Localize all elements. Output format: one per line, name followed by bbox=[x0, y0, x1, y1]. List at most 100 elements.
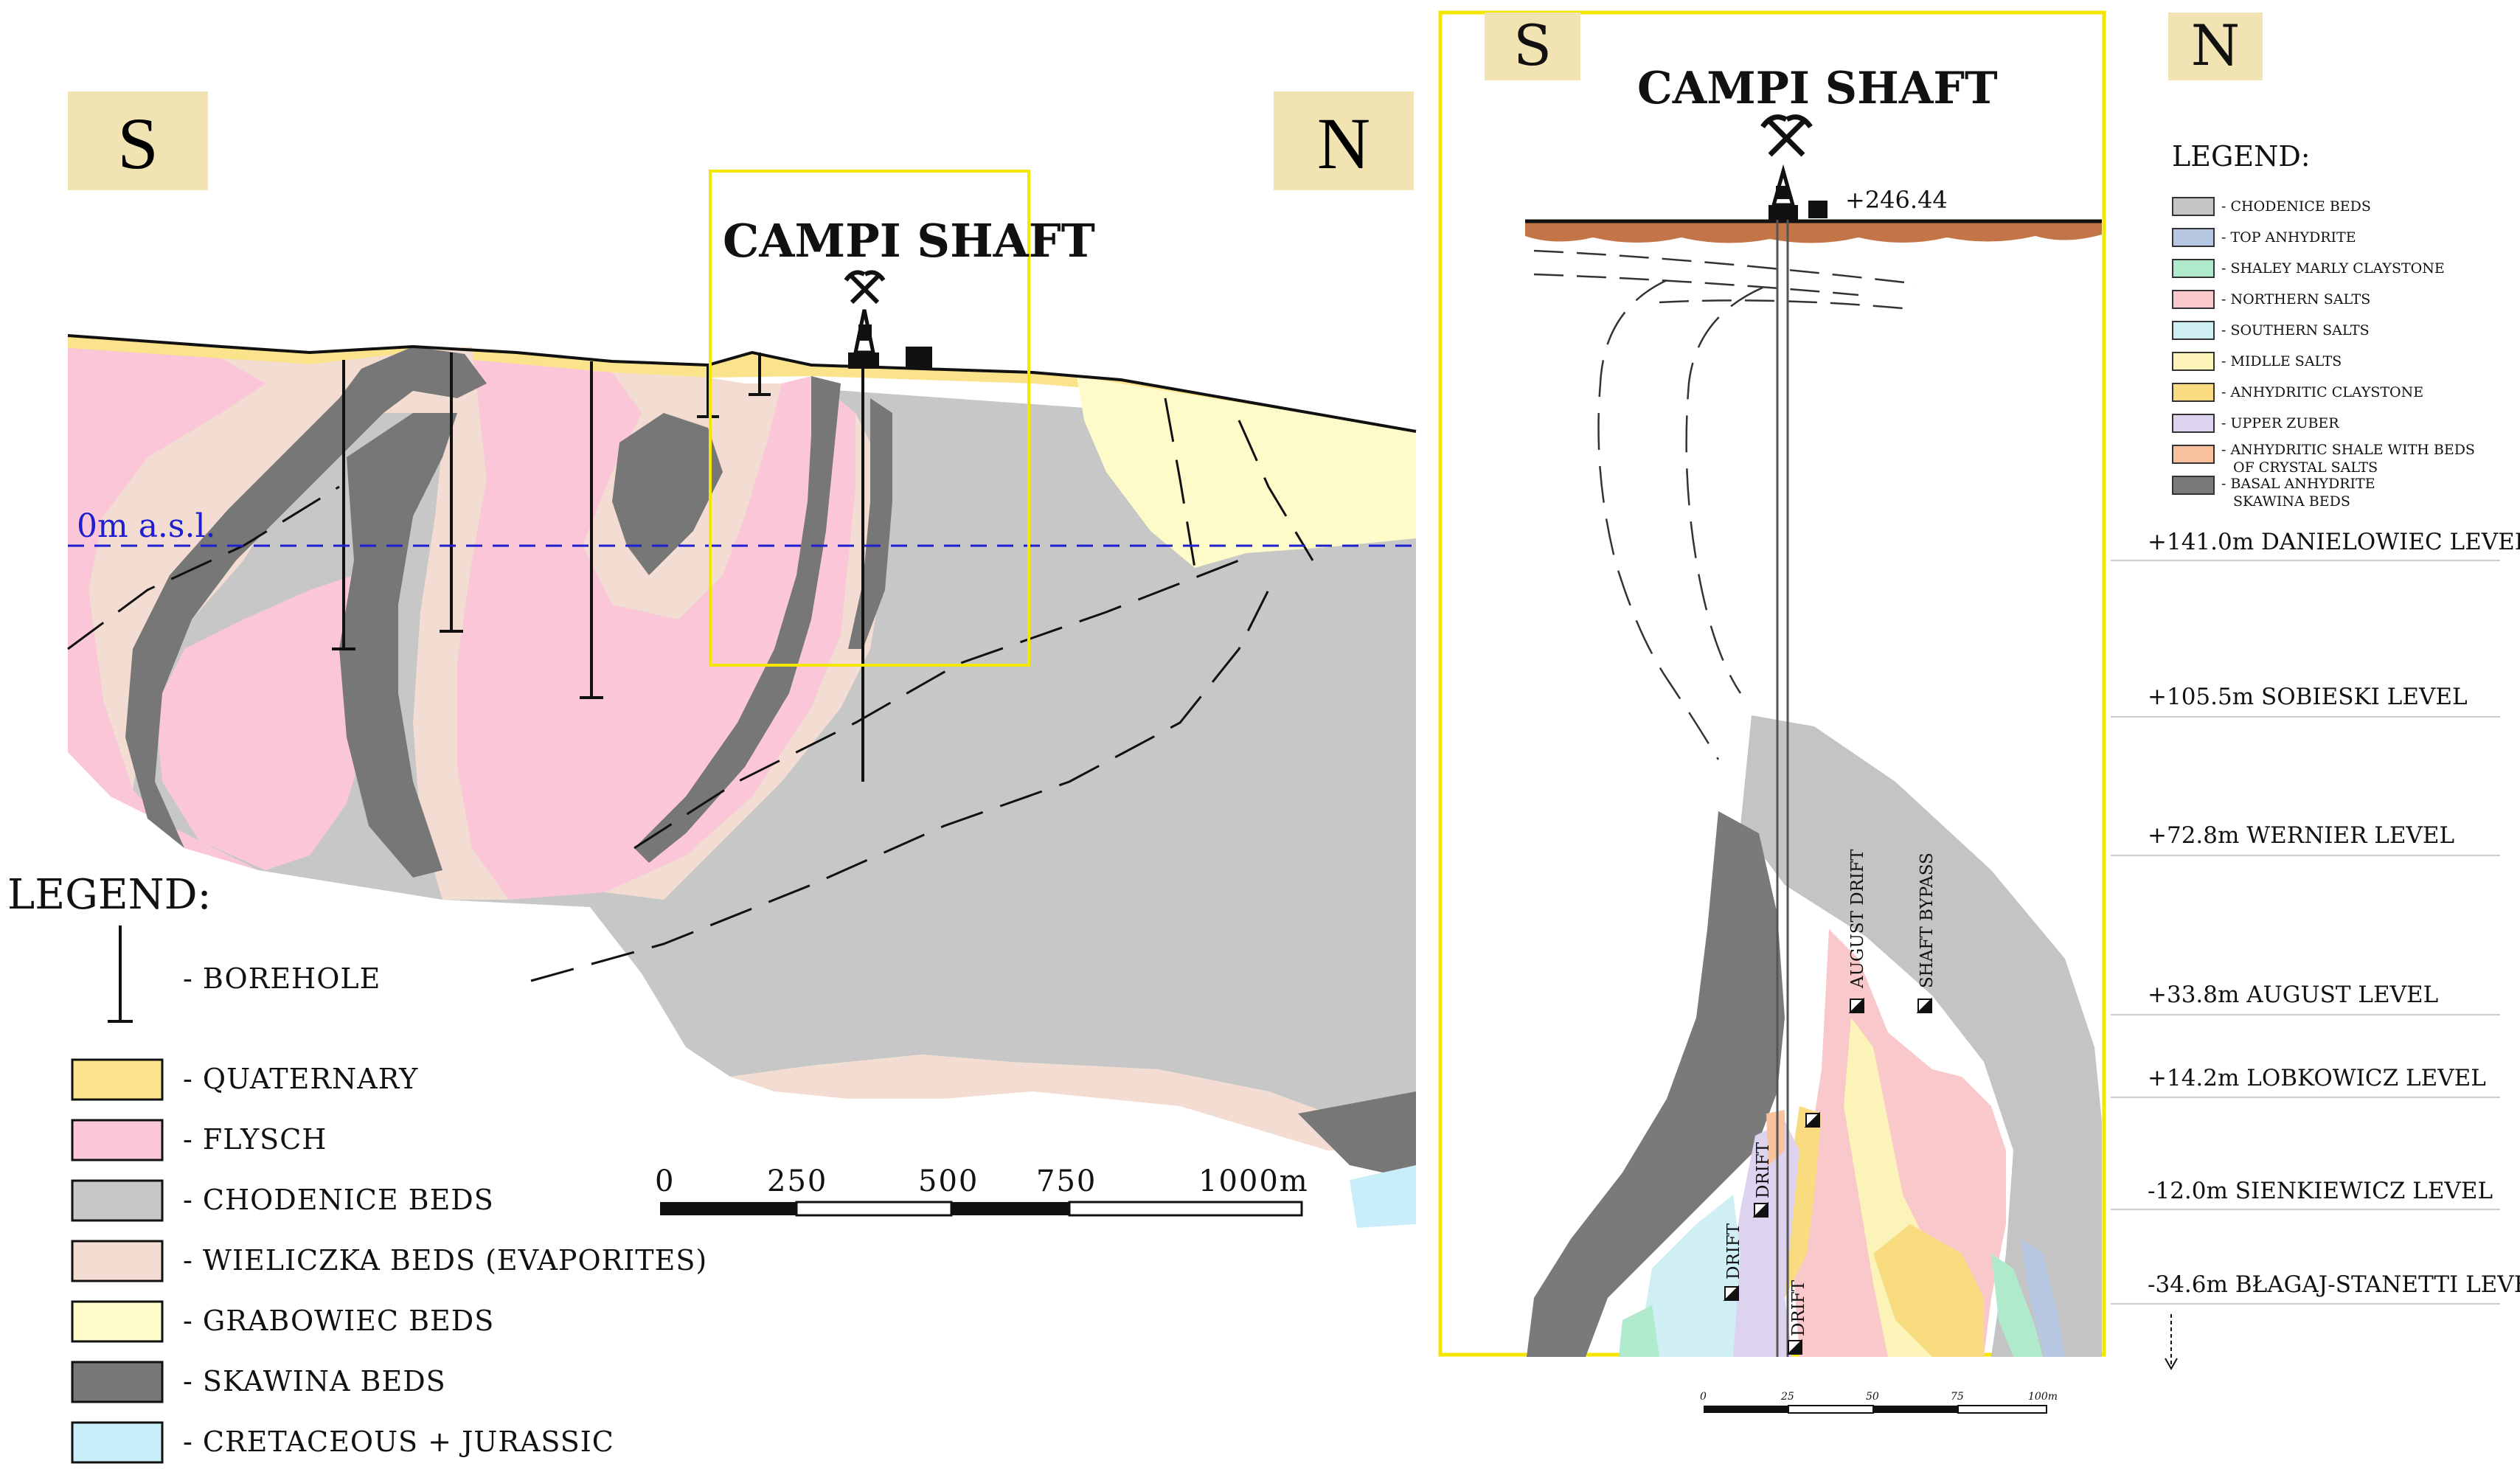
elevation-label: +246.44 bbox=[1845, 186, 1948, 214]
legend-swatch-r-top-anhydrite bbox=[2172, 228, 2215, 247]
skawina-beds-fold-central bbox=[612, 413, 723, 575]
legend-item-quaternary: - QUATERNARY bbox=[183, 1063, 418, 1095]
chodenice-beds-detail bbox=[1740, 715, 2102, 1357]
legend-swatch-r-southern-salts bbox=[2172, 321, 2215, 340]
flysch-region-central bbox=[457, 358, 855, 900]
legend-swatch-quaternary bbox=[71, 1058, 164, 1101]
level-sobieski: +105.5m SOBIESKI LEVEL bbox=[2148, 684, 2468, 710]
legend-borehole-symbol bbox=[108, 925, 133, 1023]
legend-swatch-r-upper-zuber bbox=[2172, 414, 2215, 433]
legend-swatch-cretaceous-jurassic bbox=[71, 1421, 164, 1464]
mining-pick-hammer-icon bbox=[844, 270, 886, 305]
legend-item-r-top-anhydrite: - TOP ANHYDRITE bbox=[2221, 229, 2356, 246]
detail-highlight-box bbox=[709, 170, 1030, 667]
shallow-boundaries bbox=[1533, 249, 1918, 310]
scale-label-r-75: 75 bbox=[1951, 1391, 1964, 1403]
southern-salts-region bbox=[1637, 1195, 1740, 1357]
scale-bar-right bbox=[1704, 1405, 2047, 1414]
compass-south-right: S bbox=[1513, 13, 1552, 78]
skawina-beds-east-patch bbox=[1298, 1091, 1416, 1180]
drift-label-2: DRIFT bbox=[1724, 1223, 1743, 1279]
legend-item-r-anhydritic-shale: - ANHYDRITIC SHALE WITH BEDS bbox=[2221, 442, 2475, 458]
anhydritic-shale-region bbox=[1766, 1110, 1785, 1165]
scale-bar-left bbox=[660, 1201, 1303, 1217]
scale-label-r-100m: 100m bbox=[2028, 1391, 2058, 1403]
top-anhydrite-region bbox=[2021, 1239, 2065, 1357]
compass-box-north-right bbox=[2168, 13, 2263, 80]
fault-lines bbox=[67, 397, 1314, 982]
scale-label-500: 500 bbox=[918, 1164, 979, 1198]
legend-swatch-r-anhydritic-shale bbox=[2172, 445, 2215, 464]
level-blagaj-stanetti: -34.6m BŁAGAJ-STANETTI LEVEL bbox=[2148, 1271, 2520, 1298]
scale-label-r-50: 50 bbox=[1866, 1391, 1879, 1403]
legend-swatch-r-anhydritic-claystone bbox=[2172, 383, 2215, 402]
compass-north-left: N bbox=[1317, 103, 1370, 184]
headframe-icon-right bbox=[1768, 164, 1827, 220]
right-detail-section: AUGUST DRIFT SHAFT BYPASS DRIFT DRIFT DR… bbox=[1438, 10, 2520, 1414]
drift-label-shaft-bypass: SHAFT BYPASS bbox=[1917, 852, 1937, 988]
legend-item-r-basal-anhydrite: - BASAL ANHYDRITE bbox=[2221, 476, 2375, 492]
legend-item-cretaceous-jurassic: - CRETACEOUS + JURASSIC bbox=[183, 1425, 614, 1458]
flysch-region-west bbox=[68, 348, 265, 870]
legend-swatch-r-shaley-marly bbox=[2172, 259, 2215, 278]
scale-label-750: 750 bbox=[1036, 1164, 1097, 1198]
legend-item-skawina: - SKAWINA BEDS bbox=[183, 1365, 446, 1397]
legend-item-r-middle-salts: - MIDLLE SALTS bbox=[2221, 353, 2342, 369]
drift-label-1: DRIFT bbox=[1754, 1142, 1773, 1198]
fault-line bbox=[1164, 397, 1196, 569]
channel-boundaries bbox=[1597, 279, 1763, 760]
skawina-beds-band-inner bbox=[848, 398, 892, 649]
level-sienkiewicz: -12.0m SIENKIEWICZ LEVEL bbox=[2148, 1178, 2493, 1204]
scale-label-250: 250 bbox=[767, 1164, 827, 1198]
legend-swatch-skawina bbox=[71, 1361, 164, 1403]
legend-item-chodenice: - CHODENICE BEDS bbox=[183, 1184, 494, 1216]
left-cross-section: 0m a.s.l. CAMPI SHAFT S N LEGEND: - BORE… bbox=[7, 91, 1417, 1464]
legend-item-flysch: - FLYSCH bbox=[183, 1123, 327, 1156]
campi-shaft-line bbox=[1776, 214, 1789, 1357]
headframe-icon bbox=[848, 309, 932, 369]
legend-swatch-r-northern-salts bbox=[2172, 290, 2215, 309]
legend-swatch-chodenice bbox=[71, 1179, 164, 1222]
legend-title-left: LEGEND: bbox=[7, 871, 211, 919]
legend-title-right: LEGEND: bbox=[2172, 140, 2311, 173]
legend-item-r-southern-salts: - SOUTHERN SALTS bbox=[2221, 322, 2370, 338]
shaft-title-left: CAMPI SHAFT bbox=[723, 214, 1095, 268]
drift-label-3: DRIFT bbox=[1789, 1279, 1808, 1336]
scale-label-0: 0 bbox=[655, 1164, 675, 1198]
wieliczka-beds-band-3 bbox=[605, 413, 885, 900]
legend-item-r-anhydritic-claystone: - ANHYDRITIC CLAYSTONE bbox=[2221, 384, 2423, 400]
legend-item-grabowiec: - GRABOWIEC BEDS bbox=[183, 1305, 494, 1337]
legend-item-r-shaley-marly: - SHALEY MARLY CLAYSTONE bbox=[2221, 260, 2445, 277]
legend-item-r-anhydritic-shale-2: OF CRYSTAL SALTS bbox=[2233, 459, 2378, 476]
compass-south-left: S bbox=[117, 103, 159, 184]
drift-markers bbox=[1723, 997, 1932, 1355]
scale-label-1000m: 1000m bbox=[1198, 1164, 1309, 1198]
level-wernier: +72.8m WERNIER LEVEL bbox=[2148, 822, 2454, 849]
legend-item-borehole: - BOREHOLE bbox=[183, 962, 381, 995]
compass-box-south bbox=[68, 91, 208, 190]
shaley-marly-claystone-south bbox=[1619, 1305, 1659, 1357]
legend-swatch-r-basal-anhydrite bbox=[2172, 476, 2215, 495]
legend-swatch-r-chodenice bbox=[2172, 197, 2215, 216]
legend-item-r-basal-anhydrite-2: SKAWINA BEDS bbox=[2233, 493, 2350, 510]
shaley-marly-claystone-region bbox=[1991, 1254, 2043, 1357]
skawina-beds-fold-west bbox=[339, 413, 457, 878]
cretaceous-jurassic-region bbox=[1350, 1165, 1416, 1228]
wieliczka-beds-lower bbox=[730, 1055, 1416, 1150]
legend-item-r-northern-salts: - NORTHERN SALTS bbox=[2221, 291, 2370, 308]
downward-arrow-icon bbox=[2165, 1314, 2178, 1371]
scale-label-r-0: 0 bbox=[1700, 1391, 1707, 1403]
grabowiec-beds-region bbox=[1077, 376, 1416, 568]
surface-soil-layer bbox=[1525, 221, 2102, 243]
skawina-beds-band-east bbox=[634, 376, 841, 863]
compass-box-north bbox=[1274, 91, 1414, 190]
fault-line bbox=[530, 589, 1270, 982]
sea-level-label: 0m a.s.l. bbox=[77, 507, 216, 545]
legend-item-r-upper-zuber: - UPPER ZUBER bbox=[2221, 415, 2339, 431]
scale-label-r-25: 25 bbox=[1780, 1391, 1794, 1403]
wieliczka-beds-band-1 bbox=[88, 347, 509, 900]
flysch-region-sw bbox=[155, 575, 383, 870]
level-danielowiec: +141.0m DANIELOWIEC LEVEL bbox=[2148, 529, 2520, 555]
fault-line bbox=[634, 559, 1240, 850]
